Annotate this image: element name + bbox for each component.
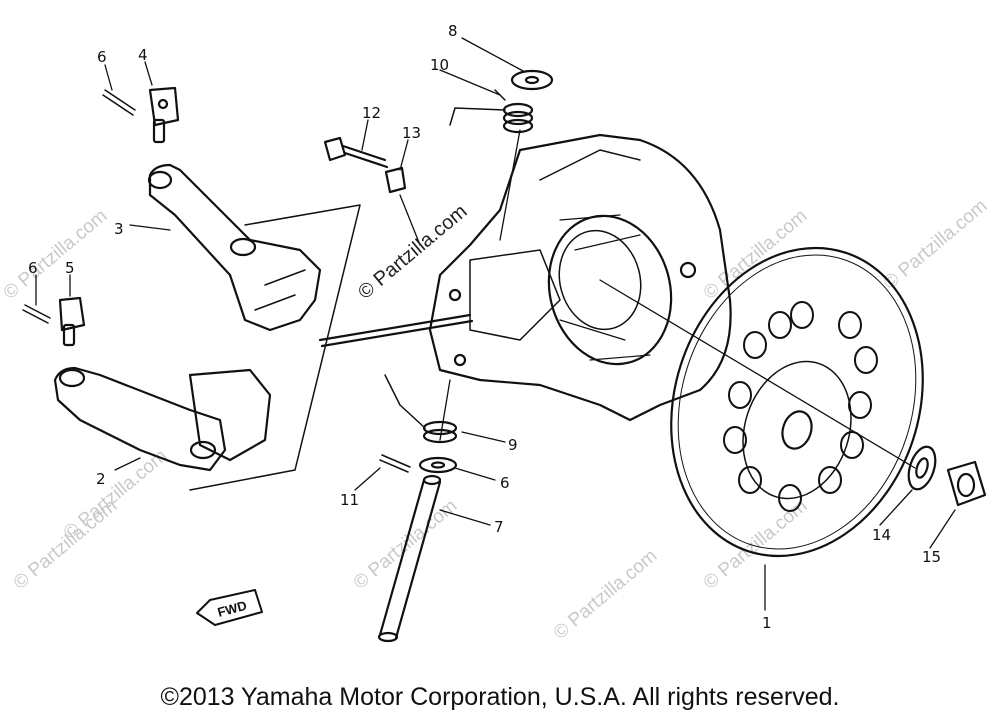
callout-3: 3 (114, 220, 124, 238)
spring-part-9 (384, 374, 458, 444)
callout-labels: 1 2 3 4 5 6 6 6 7 8 9 10 11 12 13 14 15 (28, 22, 941, 632)
brake-housing (428, 133, 732, 422)
bracket-outline (189, 204, 361, 491)
upper-arm (147, 163, 322, 332)
callout-6b: 6 (28, 259, 38, 277)
pin-part-7 (377, 474, 442, 643)
fwd-label: FWD (216, 598, 248, 620)
callout-8: 8 (448, 22, 458, 40)
watermark: © Partzilla.com (0, 205, 111, 303)
fwd-arrow-icon (196, 589, 263, 626)
cotter-pin (22, 89, 136, 324)
callout-10: 10 (430, 56, 449, 74)
callout-7: 7 (494, 518, 504, 536)
callout-1: 1 (762, 614, 772, 632)
nut-part-13 (384, 166, 407, 194)
connecting-rod (318, 313, 474, 348)
copyright-notice: ©2013 Yamaha Motor Corporation, U.S.A. A… (160, 683, 840, 711)
pin-part-4 (148, 86, 180, 144)
nut-part-15 (946, 460, 987, 507)
callout-14: 14 (872, 526, 891, 544)
brake-disc (670, 246, 924, 558)
watermark-layer: © Partzilla.com © Partzilla.com © Partzi… (0, 195, 991, 643)
callout-6a: 6 (97, 48, 107, 66)
washer-part-14 (907, 445, 937, 491)
washer-part-8-top (510, 69, 554, 91)
bolt-part-12 (323, 136, 389, 169)
lower-arm (53, 366, 272, 472)
callout-6c: 6 (500, 474, 510, 492)
leader-lines (35, 37, 956, 611)
callout-11: 11 (340, 491, 359, 509)
watermark: © Partzilla.com (550, 545, 662, 643)
cotter-pin-part-11 (379, 454, 411, 473)
callout-9: 9 (508, 436, 518, 454)
washer-part-8-bottom (418, 456, 458, 474)
callout-2: 2 (96, 470, 106, 488)
callout-13: 13 (402, 124, 421, 142)
callout-12: 12 (362, 104, 381, 122)
spring-part-10 (449, 89, 534, 134)
pin-part-5 (58, 296, 86, 347)
watermark-center: © Partzilla.com (354, 200, 471, 303)
watermark: © Partzilla.com (60, 445, 172, 543)
callout-15: 15 (922, 548, 941, 566)
callout-4: 4 (138, 46, 148, 64)
watermark: © Partzilla.com (880, 195, 992, 293)
callout-5: 5 (65, 259, 75, 277)
